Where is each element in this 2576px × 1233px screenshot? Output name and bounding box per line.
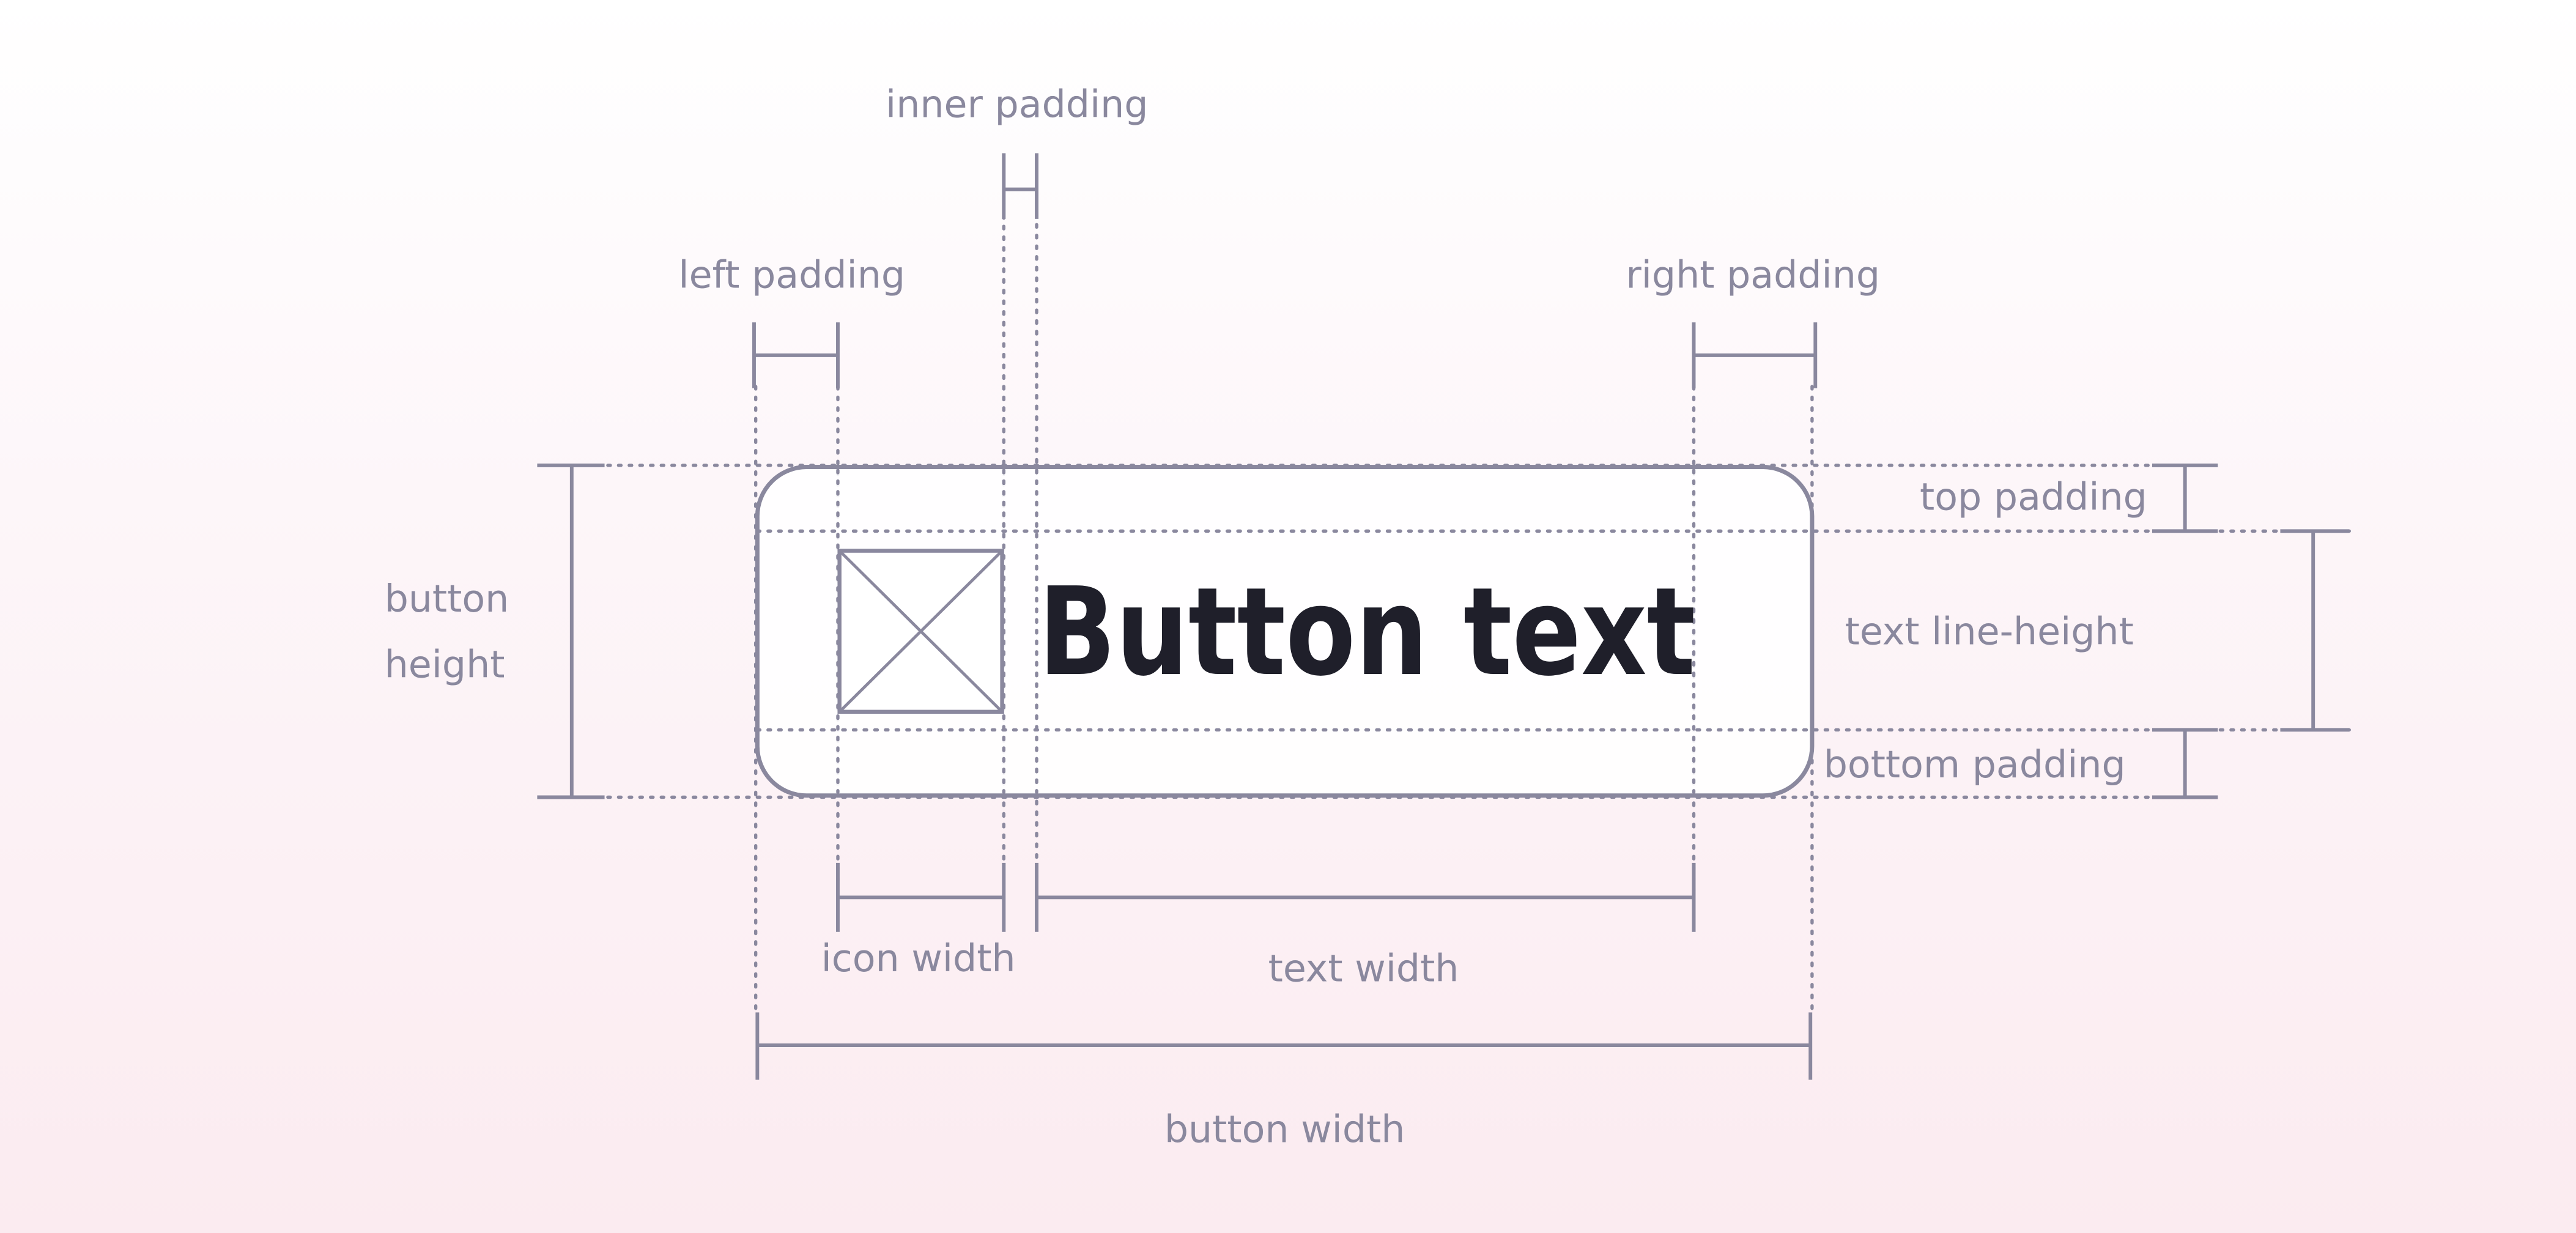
right-padding-marker: right padding [1626, 253, 1880, 388]
svg-text:inner padding: inner padding [886, 82, 1148, 126]
inner-padding-marker: inner padding [886, 82, 1149, 219]
svg-text:bottom padding: bottom padding [1824, 742, 2126, 787]
svg-text:right padding: right padding [1626, 253, 1880, 297]
svg-text:height: height [385, 642, 505, 686]
svg-text:button: button [385, 577, 509, 621]
text-width-marker: text width [1035, 862, 1696, 990]
button-label: Button text [1038, 561, 1695, 703]
placeholder-image-icon [837, 549, 1004, 714]
svg-text:text line-height: text line-height [1845, 610, 2134, 654]
button-width-marker: button width [755, 1012, 1813, 1152]
svg-text:button width: button width [1164, 1108, 1405, 1152]
svg-text:icon width: icon width [821, 936, 1016, 980]
bottom-padding-marker: bottom padding [1824, 728, 2218, 799]
text-line-height-marker: text line-height [1845, 529, 2350, 732]
svg-text:left padding: left padding [678, 253, 905, 297]
icon-width-marker: icon width [821, 862, 1016, 980]
example-button: Button text [755, 465, 1815, 798]
top-padding-marker: top padding [1920, 463, 2218, 533]
button-height-marker: button height [385, 463, 605, 799]
svg-text:text width: text width [1268, 946, 1459, 990]
left-padding-marker: left padding [678, 253, 905, 388]
svg-text:top padding: top padding [1920, 475, 2147, 519]
